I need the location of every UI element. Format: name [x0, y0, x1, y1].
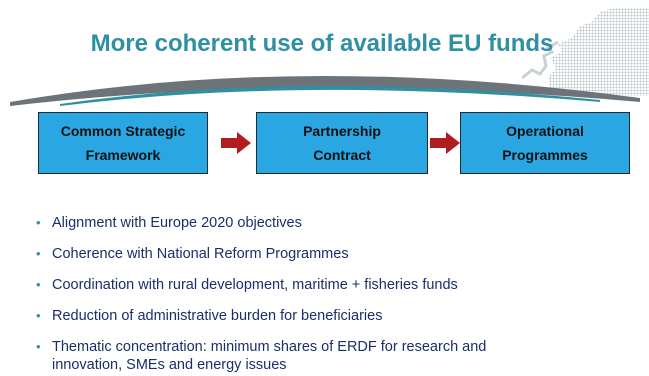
bullet-icon: • — [36, 339, 41, 354]
common-strategic-framework-box: Common Strategic Framework — [38, 112, 208, 174]
bullet-text: Alignment with Europe 2020 objectives — [52, 215, 302, 231]
bullet-item: • Coordination with rural development, m… — [34, 276, 634, 307]
europe-map-image — [522, 8, 649, 96]
bullet-item: • Alignment with Europe 2020 objectives — [34, 214, 634, 245]
bullet-item: • Reduction of administrative burden for… — [34, 307, 634, 338]
box-label-line2: Framework — [85, 147, 161, 163]
box-label-line2: Contract — [313, 147, 371, 163]
partnership-contract-box: Partnership Contract — [256, 112, 428, 174]
box-label-line1: Operational — [506, 123, 584, 139]
decorative-arc-band — [10, 75, 640, 106]
bullet-text: Coordination with rural development, mar… — [52, 277, 458, 293]
box-label-line1: Common Strategic — [60, 123, 186, 139]
bullet-icon: • — [36, 277, 41, 292]
bullet-item: • Coherence with National Reform Program… — [34, 245, 634, 276]
operational-programmes-box: Operational Programmes — [460, 112, 630, 174]
bullet-text: Reduction of administrative burden for b… — [52, 308, 383, 324]
bullet-text: Thematic concentration: minimum shares o… — [52, 339, 487, 355]
bullet-text: Coherence with National Reform Programme… — [52, 246, 349, 262]
bullet-text-continued: innovation, SMEs and energy issues — [52, 357, 287, 373]
bullet-icon: • — [36, 308, 41, 323]
bullet-item: • Thematic concentration: minimum shares… — [34, 338, 634, 374]
bullet-icon: • — [36, 246, 41, 261]
bullet-icon: • — [36, 215, 41, 230]
right-arrow-icon — [430, 132, 460, 154]
right-arrow-icon — [221, 132, 251, 154]
slide-title: More coherent use of available EU funds — [0, 30, 620, 58]
box-label-line2: Programmes — [502, 147, 588, 163]
bullet-list: • Alignment with Europe 2020 objectives … — [34, 214, 634, 374]
slide-title-text: More coherent use of available EU funds — [90, 30, 554, 57]
box-label-line1: Partnership — [303, 123, 381, 139]
